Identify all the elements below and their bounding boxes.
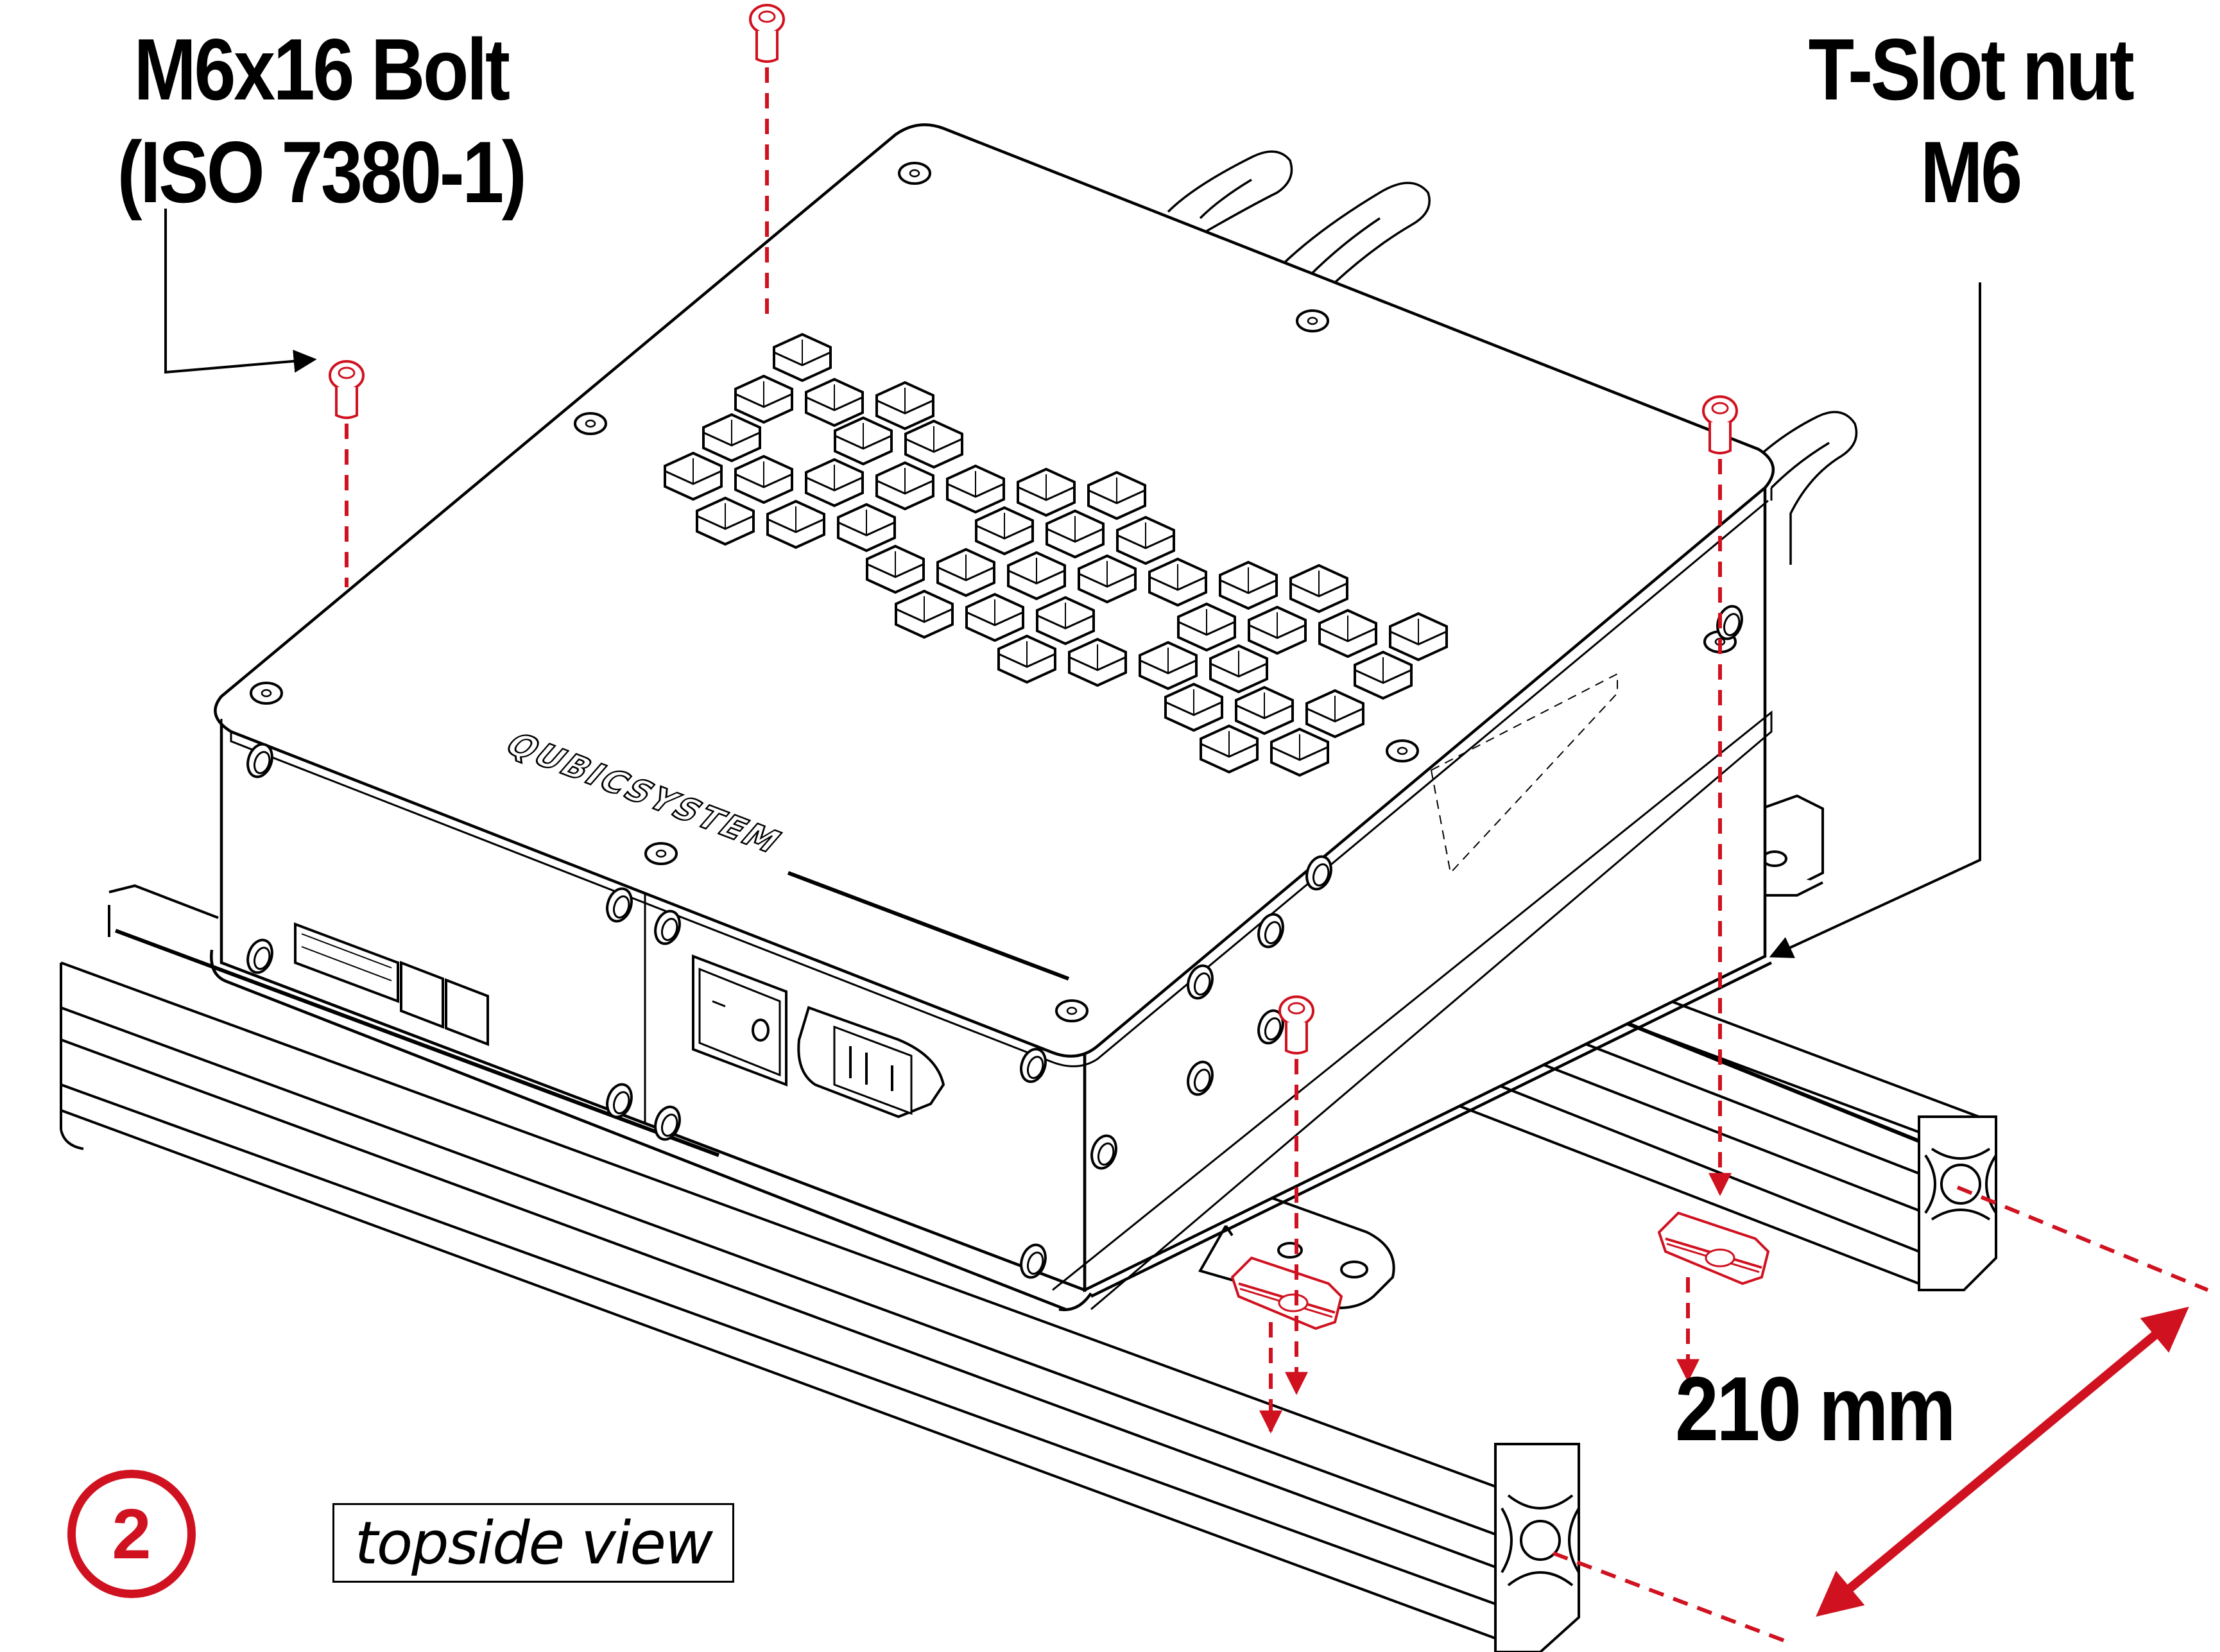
- dimension-arrow: [1816, 1307, 2189, 1617]
- view-label: topside view: [354, 1508, 713, 1578]
- assembly-guide-lines: [345, 67, 2209, 1645]
- dimension-label: 210 mm: [1675, 1358, 1956, 1460]
- nut-callout-label: T-Slot nut M6: [1766, 26, 2174, 231]
- view-label-box: topside view: [332, 1503, 734, 1583]
- rj45-port-2: [445, 978, 489, 1046]
- bolt-callout-label: M6x16 Bolt (ISO 7380-1): [94, 26, 547, 231]
- nut-callout-line1: T-Slot nut: [1808, 21, 2135, 118]
- front-panel-details: [242, 739, 1051, 1282]
- leader-lines: [164, 209, 1981, 958]
- front-extrusion-profile: [60, 884, 1580, 1652]
- nut-callout-line2: M6: [1920, 123, 2022, 221]
- control-box: [210, 123, 1858, 1311]
- bolt-callout-line1: M6x16 Bolt: [133, 21, 510, 118]
- connector-block: [294, 922, 399, 1003]
- step-number: 2: [112, 1494, 151, 1574]
- step-number-badge: 2: [67, 1470, 196, 1598]
- bolt-callout-line2: (ISO 7380-1): [117, 123, 527, 221]
- top-lid: [214, 123, 1775, 1058]
- side-vent: [1430, 673, 1618, 875]
- rj45-port-1: [400, 961, 444, 1029]
